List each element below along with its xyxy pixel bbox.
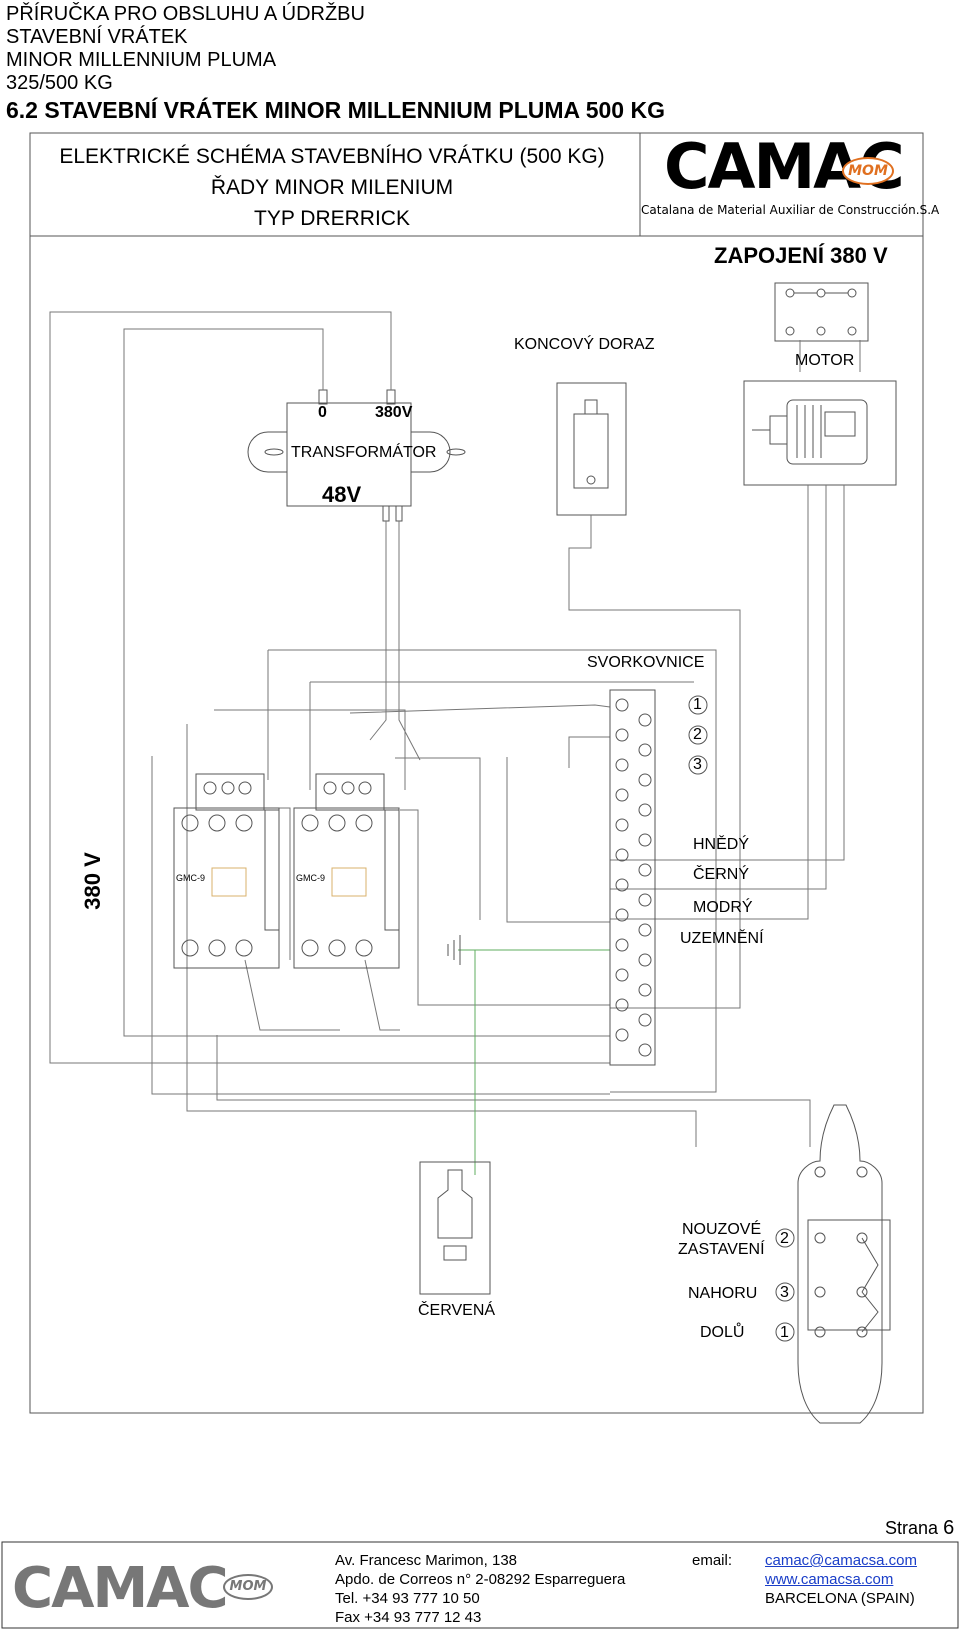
diagram-title-3: TYP DRERRICK	[254, 207, 410, 230]
header-line-1: PŘÍRUČKA PRO OBSLUHU A ÚDRŽBU	[6, 3, 365, 25]
header-line-4: 325/500 KG	[6, 72, 113, 94]
up-number: 3	[780, 1284, 789, 1301]
diagram-title-1: ELEKTRICKÉ SCHÉMA STAVEBNÍHO VRÁTKU (500…	[59, 145, 605, 168]
footer-address-1: Av. Francesc Marimon, 138	[335, 1552, 518, 1569]
footer-city: BARCELONA (SPAIN)	[765, 1590, 915, 1607]
contactor-2-model: GMC-9	[296, 873, 325, 883]
footer-address-2: Apdo. de Correos n° 2-08292 Esparreguera	[335, 1571, 626, 1588]
header-line-3: MINOR MILLENNIUM PLUMA	[6, 49, 277, 71]
connection-title: ZAPOJENÍ 380 V	[714, 243, 888, 268]
down-label: DOLŮ	[700, 1324, 745, 1341]
logo-caption: Catalana de Material Auxiliar de Constru…	[641, 203, 940, 217]
transformer-input-0: 0	[318, 404, 327, 421]
terminal-number-3: 3	[693, 756, 702, 773]
down-number: 1	[780, 1324, 789, 1341]
diagram-title-2: ŘADY MINOR MILENIUM	[210, 176, 454, 199]
footer-email-link[interactable]: camac@camacsa.com	[765, 1552, 917, 1569]
footer-mom-badge: MOM	[223, 1574, 273, 1600]
mom-badge: MOM	[842, 157, 894, 185]
wire-blue-label: MODRÝ	[693, 899, 753, 916]
footer-email-label: email:	[692, 1552, 733, 1569]
page-number: Strana 6	[885, 1517, 955, 1539]
contactor-1-model: GMC-9	[176, 873, 205, 883]
footer-fax: Fax +34 93 777 12 43	[335, 1609, 482, 1626]
terminal-block-label: SVORKOVNICE	[587, 654, 705, 671]
terminal-number-2: 2	[693, 726, 702, 743]
wire-brown-label: HNĚDÝ	[693, 836, 750, 853]
emergency-stop-line1: NOUZOVÉ	[682, 1221, 762, 1238]
transformer-input-380: 380V	[375, 404, 413, 421]
wire-black-label: ČERNÝ	[693, 866, 750, 883]
emergency-stop-number: 2	[780, 1230, 789, 1247]
plug-label: ČERVENÁ	[418, 1302, 496, 1319]
emergency-stop-line2: ZASTAVENÍ	[678, 1241, 765, 1258]
up-label: NAHORU	[688, 1285, 758, 1302]
terminal-number-1: 1	[693, 696, 702, 713]
transformer-output: 48V	[322, 482, 362, 507]
header-line-2: STAVEBNÍ VRÁTEK	[6, 26, 188, 48]
limit-switch-label: KONCOVÝ DORAZ	[514, 336, 655, 353]
footer-tel: Tel. +34 93 777 10 50	[335, 1590, 480, 1607]
footer-web-link[interactable]: www.camacsa.com	[765, 1571, 894, 1588]
transformer-label: TRANSFORMÁTOR	[291, 444, 437, 461]
voltage-side-label: 380 V	[79, 852, 105, 910]
footer-camac-logo: CAMAC	[12, 1556, 229, 1621]
section-title: 6.2 STAVEBNÍ VRÁTEK MINOR MILLENNIUM PLU…	[6, 97, 665, 123]
ground-label: UZEMNĚNÍ	[680, 930, 764, 947]
motor-label: MOTOR	[795, 352, 855, 369]
